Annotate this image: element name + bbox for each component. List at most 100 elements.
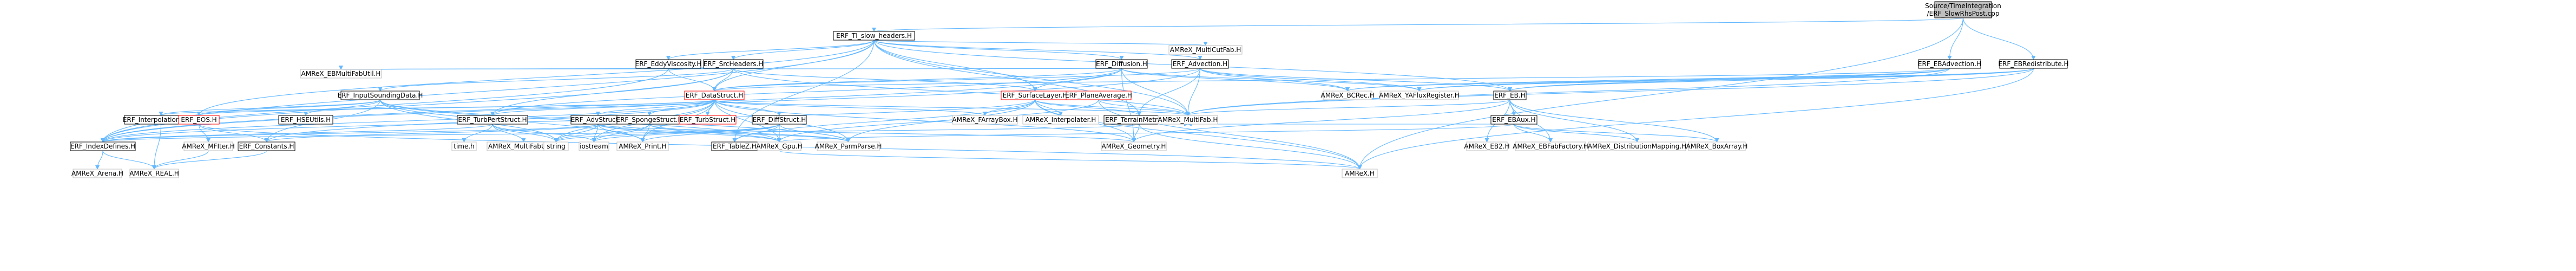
node-datastruct[interactable]: ERF_DataStruct.H	[684, 91, 745, 100]
node-mfutil[interactable]: AMReX_MultiFabUtil.H	[487, 141, 561, 151]
node-label: ERF_HSEUtils.H	[281, 116, 331, 124]
edge-ebadv-to-multifab	[1186, 68, 1950, 116]
node-label: AMReX.H	[1345, 170, 1375, 177]
node-box	[1168, 45, 1243, 55]
node-arena[interactable]: AMReX_Arena.H	[71, 169, 123, 178]
node-multifab[interactable]: AMReX_MultiFab.H	[1158, 115, 1218, 125]
node-label: ERF_EBRedistribute.H	[1998, 60, 2068, 68]
node-bcrec[interactable]: AMReX_BCRec.H	[1321, 91, 1375, 100]
node-box	[1379, 91, 1459, 100]
edge-ebaux-to-distmap	[1513, 124, 1639, 143]
node-box	[278, 115, 333, 125]
node-gpu[interactable]: AMReX_Gpu.H	[756, 141, 803, 151]
edge-terrain-to-indexdefines	[101, 124, 1140, 143]
node-box	[1490, 115, 1537, 125]
node-box	[1999, 59, 2068, 69]
edge-indexdefines-to-real	[102, 150, 156, 170]
edge-diffstruct-to-tablez	[732, 124, 780, 143]
node-label: ERF_SurfaceLayer.H	[1003, 92, 1068, 99]
edge-eos-to-constants	[198, 124, 269, 143]
node-erfeb[interactable]: ERF_EB.H	[1493, 91, 1527, 100]
node-constants[interactable]: ERF_Constants.H	[238, 141, 295, 151]
node-amrex[interactable]: AMReX.H	[1342, 169, 1378, 178]
node-ebfabfactory[interactable]: AMReX_EBFabFactory.H	[1513, 141, 1588, 151]
node-distmap[interactable]: AMReX_DistributionMapping.H	[1588, 141, 1686, 151]
edge-erfeb-to-boxarray	[1509, 99, 1719, 143]
node-parmparse[interactable]: AMReX_ParmParse.H	[815, 141, 882, 151]
node-label: AMReX_MFIter.H	[182, 143, 235, 150]
node-farraybox[interactable]: AMReX_FArrayBox.H	[952, 115, 1018, 125]
node-turbstruct[interactable]: ERF_TurbStruct.H	[679, 115, 737, 125]
node-label: AMReX_MultiCutFab.H	[1170, 46, 1241, 54]
edge-inputsnd-to-eos	[196, 99, 381, 116]
node-label: ERF_EB.H	[1494, 92, 1525, 99]
node-turbpert[interactable]: ERF_TurbPertStruct.H	[457, 115, 528, 125]
node-interpolater[interactable]: AMReX_Interpolater.H	[1022, 115, 1099, 125]
node-label: AMReX_MultiFab.H	[1158, 116, 1218, 124]
node-label: Source/TimeIntegration	[1925, 2, 2001, 10]
node-timeh[interactable]: time.h	[451, 141, 477, 151]
node-sponge[interactable]: ERF_SpongeStruct.H	[616, 115, 683, 125]
edge-surflayer-to-farraybox	[983, 99, 1036, 116]
node-label: AMReX_YAFluxRegister.H	[1379, 92, 1460, 99]
node-advection[interactable]: ERF_Advection.H	[1171, 59, 1229, 69]
node-ebz[interactable]: AMReX_EB2.H	[1464, 141, 1510, 151]
node-label: AMReX_EBMultiFabUtil.H	[301, 70, 381, 78]
edge-tislow-to-src	[731, 40, 875, 60]
edge-src-to-indexdefines	[101, 68, 734, 143]
node-label: /ERF_SlowRhsPost.cpp	[1927, 10, 2000, 17]
edge-inputsnd-to-hse	[304, 99, 381, 116]
node-diffusion[interactable]: ERF_Diffusion.H	[1095, 59, 1148, 69]
edge-diffstruct-to-parmparse	[779, 124, 851, 143]
node-ebredist[interactable]: ERF_EBRedistribute.H	[1998, 59, 2069, 69]
node-label: string	[547, 143, 565, 150]
node-print[interactable]: AMReX_Print.H	[616, 141, 669, 151]
node-box	[1022, 115, 1099, 125]
edge-diffusion-to-bcrec	[1121, 68, 1350, 92]
node-boxarray[interactable]: AMReX_BoxArray.H	[1686, 141, 1748, 151]
node-inputsnd[interactable]: ERF_InputSoundingData.H	[338, 91, 423, 100]
edge-datastruct-to-indexdefines	[101, 99, 715, 143]
node-tablez[interactable]: ERF_TableZ.H	[711, 141, 758, 151]
node-label: AMReX_BCRec.H	[1321, 92, 1375, 99]
node-yafr[interactable]: AMReX_YAFluxRegister.H	[1379, 91, 1460, 100]
node-box	[703, 59, 764, 69]
node-root[interactable]: Source/TimeIntegration/ERF_SlowRhsPost.c…	[1925, 1, 2001, 18]
node-planeavg[interactable]: ERF_PlaneAverage.H	[1065, 91, 1132, 100]
node-src[interactable]: ERF_SrcHeaders.H	[703, 59, 764, 69]
node-box	[757, 141, 801, 151]
node-eos[interactable]: ERF_EOS.H	[178, 115, 220, 125]
node-advstruct[interactable]: ERF_AdvStruct.H	[570, 115, 626, 125]
node-hse[interactable]: ERF_HSEUtils.H	[278, 115, 333, 125]
node-indexdefines[interactable]: ERF_IndexDefines.H	[70, 141, 136, 151]
edge-ebaux-to-ebfabfactory	[1513, 124, 1553, 143]
edge-datastruct-to-geometry	[714, 99, 1136, 143]
edge-diffstruct-to-print	[640, 124, 780, 143]
node-label: AMReX_Interpolater.H	[1026, 116, 1096, 124]
node-label: ERF_InputSoundingData.H	[338, 92, 423, 99]
node-box	[1934, 1, 1992, 18]
edge-root-to-ebredist	[1962, 17, 2036, 60]
node-diffstruct[interactable]: ERF_DiffStruct.H	[752, 115, 807, 125]
node-geometry[interactable]: AMReX_Geometry.H	[1101, 141, 1167, 151]
edge-layer	[95, 17, 2036, 170]
node-iostream[interactable]: iostream	[579, 141, 609, 151]
node-ebaux[interactable]: ERF_EBAux.H	[1490, 115, 1537, 125]
node-tislow[interactable]: ERF_TI_slow_headers.H	[833, 31, 915, 41]
node-label: ERF_EOS.H	[181, 116, 216, 124]
edge-indexdefines-to-arena	[95, 150, 103, 170]
node-surflayer[interactable]: ERF_SurfaceLayer.H	[1001, 91, 1069, 100]
node-ebadv[interactable]: ERF_EBAdvection.H	[1918, 59, 1981, 69]
node-eddy[interactable]: ERF_EddyViscosity.H	[635, 59, 702, 69]
edge-tislow-to-diffusion	[873, 40, 1124, 60]
node-terrain[interactable]: ERF_TerrainMetrics.H	[1103, 115, 1175, 125]
node-real[interactable]: AMReX_REAL.H	[129, 169, 179, 178]
node-ebmfutil[interactable]: AMReX_EBMultiFabUtil.H	[300, 69, 382, 79]
edge-diffusion-to-datastruct	[712, 68, 1122, 92]
edge-turbpert-to-string	[492, 124, 558, 143]
node-string[interactable]: string	[543, 141, 569, 151]
node-multicutfab[interactable]: AMReX_MultiCutFab.H	[1168, 45, 1243, 55]
node-label: AMReX_Geometry.H	[1102, 143, 1166, 150]
node-mfiter[interactable]: AMReX_MFIter.H	[182, 141, 235, 151]
edge-root-to-amrex	[1357, 17, 1964, 170]
